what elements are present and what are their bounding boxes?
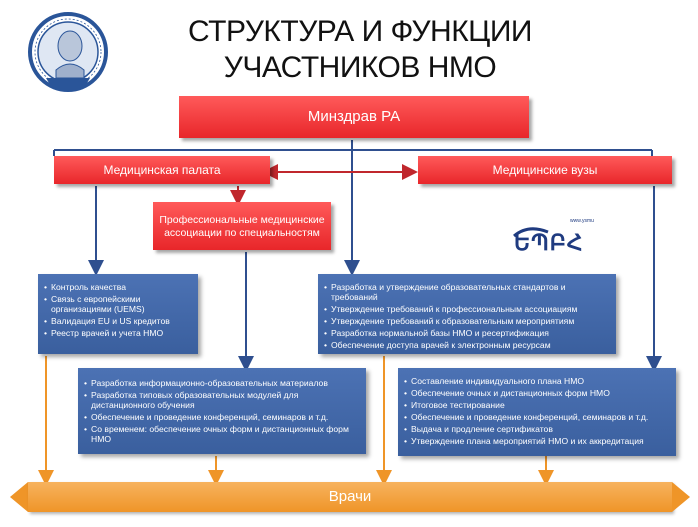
title-line-2: УЧАСТНИКОВ НМО: [223, 51, 497, 84]
list-item: Выдача и продление сертификатов: [404, 424, 670, 434]
list-item: Связь с европейскими организациями (UEMS…: [44, 294, 192, 314]
list-item: Реестр врачей и учета НМО: [44, 328, 192, 338]
list-item: Валидация EU и US кредитов: [44, 316, 192, 326]
minzdrav-box: Минздрав РА: [179, 96, 529, 138]
med-palata-box: Медицинская палата: [54, 156, 270, 184]
list-item: Разработка информационно-образовательных…: [84, 378, 360, 388]
list-item: Итоговое тестирование: [404, 400, 670, 410]
svg-text:ԵՊԲՀ: ԵՊԲՀ: [514, 230, 584, 254]
svg-text:www.ysmu.am: www.ysmu.am: [570, 218, 594, 224]
assoc-functions-list: Разработка информационно-образовательных…: [84, 378, 360, 444]
med-vuzy-box: Медицинские вузы: [418, 156, 672, 184]
list-item: Обеспечение доступа врачей к электронным…: [324, 340, 610, 350]
box-vuzy-functions: Составление индивидуального плана НМО Об…: [398, 368, 676, 456]
list-item: Разработка нормальной базы НМО и ресерти…: [324, 328, 610, 338]
minzdrav-functions-list: Разработка и утверждение образовательных…: [324, 282, 610, 350]
list-item: Со временем: обеспечение очных форм и ди…: [84, 424, 360, 444]
prof-assoc-box: Профессиональные медицинские ассоциации …: [153, 202, 331, 250]
box-palata-functions: Контроль качества Связь с европейскими о…: [38, 274, 198, 354]
ysmu-logo: www.ysmu.am ԵՊԲՀ: [513, 218, 594, 254]
list-item: Утверждение требований к образовательным…: [324, 316, 610, 326]
vuzy-functions-list: Составление индивидуального плана НМО Об…: [404, 376, 670, 446]
page-title: СТРУКТУРА И ФУНКЦИИ УЧАСТНИКОВ НМО: [130, 14, 590, 86]
prof-assoc-label: Профессиональные медицинские ассоциации …: [159, 214, 325, 239]
vrachi-label: Врачи: [328, 488, 372, 505]
list-item: Разработка типовых образовательных модул…: [84, 390, 360, 410]
title-line-1: СТРУКТУРА И ФУНКЦИИ: [188, 15, 532, 48]
list-item: Обеспечение и проведение конференций, се…: [404, 412, 670, 422]
palata-functions-list: Контроль качества Связь с европейскими о…: [44, 282, 192, 338]
list-item: Контроль качества: [44, 282, 192, 292]
list-item: Утверждение требований к профессиональны…: [324, 304, 610, 314]
list-item: Составление индивидуального плана НМО: [404, 376, 670, 386]
list-item: Обеспечение очных и дистанционных форм Н…: [404, 388, 670, 398]
emblem-icon: [28, 12, 108, 92]
list-item: Обеспечение и проведение конференций, се…: [84, 412, 360, 422]
list-item: Разработка и утверждение образовательных…: [324, 282, 610, 302]
list-item: Утверждение плана мероприятий НМО и их а…: [404, 436, 670, 446]
vrachi-bar: Врачи: [28, 482, 672, 512]
box-minzdrav-functions: Разработка и утверждение образовательных…: [318, 274, 616, 354]
vrachi-arrow-head-left: [10, 482, 28, 512]
vrachi-arrow-head-right: [672, 482, 690, 512]
box-assoc-functions: Разработка информационно-образовательных…: [78, 368, 366, 454]
